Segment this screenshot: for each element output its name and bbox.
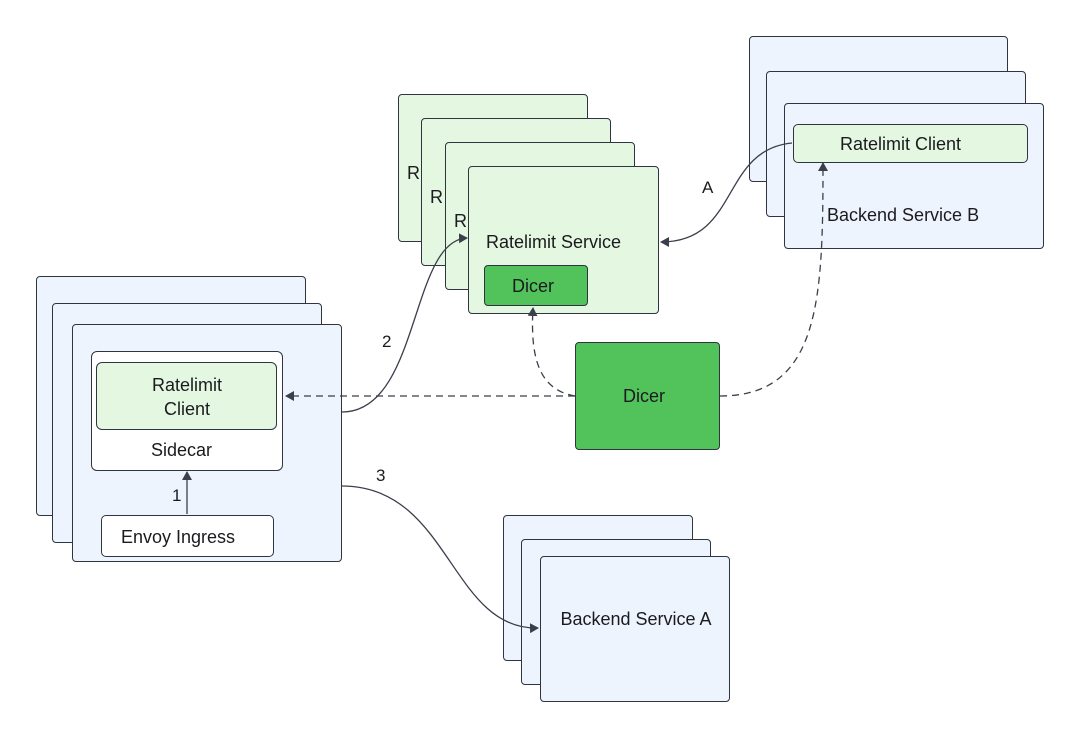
ratelimit-service-stack-label-3: R (454, 211, 467, 231)
ingress-host-node: Ratelimit Client Sidecar Envoy Ingress (72, 324, 342, 562)
backend-a-title: Backend Service A (560, 609, 712, 629)
ratelimit-service-stack-label-1: R (407, 163, 420, 183)
edge-host-to-ratelimit-service (341, 233, 468, 413)
sidecar-box: Ratelimit Client Sidecar (91, 351, 283, 471)
ratelimit-service-node: Ratelimit Service Dicer (468, 166, 659, 314)
backend-b-ratelimit-client-label: Ratelimit Client (840, 134, 962, 154)
edge-label-a: A (702, 178, 714, 197)
envoy-ingress-label: Envoy Ingress (121, 527, 236, 547)
backend-b-node: Ratelimit Client Backend Service B (784, 103, 1044, 249)
sidecar-ratelimit-client-label: Ratelimit Client (151, 375, 222, 419)
edge-dicer-to-backend-b-client (719, 162, 828, 397)
dicer-node: Dicer (575, 342, 720, 450)
ratelimit-service-stack-label-2: R (430, 187, 443, 207)
edge-backend-b-to-ratelimit-service (660, 142, 793, 247)
sidecar-ratelimit-client: Ratelimit Client (96, 362, 277, 430)
edge-label-2: 2 (382, 332, 392, 351)
ratelimit-service-title: Ratelimit Service (486, 232, 622, 252)
ratelimit-service-dicer-box: Dicer (484, 265, 588, 306)
backend-b-ratelimit-client: Ratelimit Client (793, 124, 1028, 163)
backend-b-title: Backend Service B (827, 205, 980, 225)
edge-label-1: 1 (172, 486, 182, 505)
edge-dicer-to-ratelimit-dicer (527, 307, 576, 397)
envoy-ingress-box: Envoy Ingress (101, 515, 274, 557)
sidecar-label: Sidecar (151, 440, 213, 460)
edge-label-3: 3 (376, 466, 386, 485)
edge-host-to-backend-a (341, 485, 539, 634)
dicer-node-label: Dicer (623, 386, 666, 406)
backend-a-node: Backend Service A (540, 556, 730, 702)
ratelimit-service-dicer-label: Dicer (512, 276, 555, 296)
